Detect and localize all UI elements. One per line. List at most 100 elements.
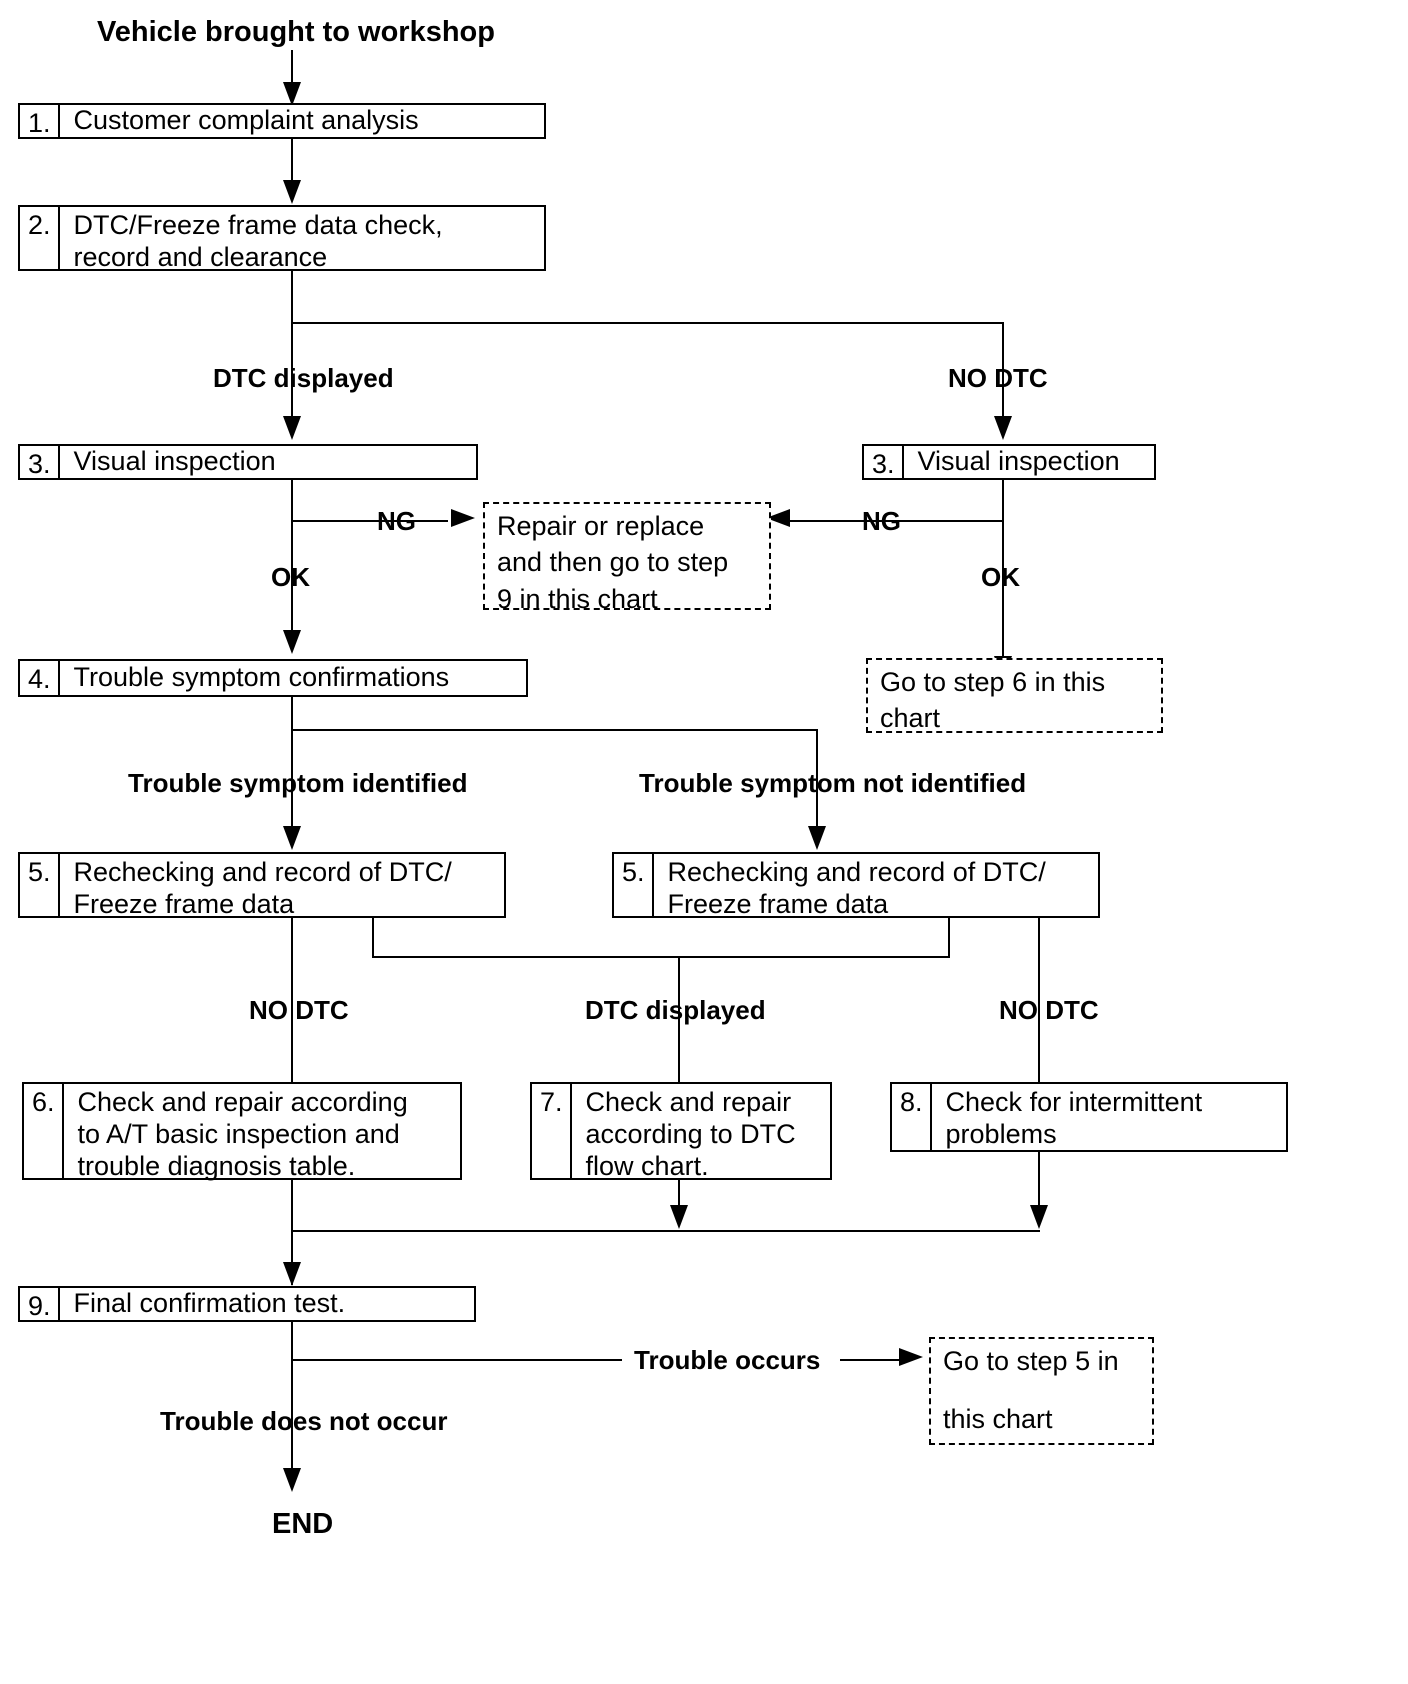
label-symptom-not-identified: Trouble symptom not identified	[639, 768, 1027, 798]
arrowhead-to-step9	[283, 1262, 301, 1286]
label-no-dtc-right: NO DTC	[999, 995, 1099, 1025]
step-9-text: Final confirmation test.	[73, 1287, 346, 1318]
step-1-number: 1.	[20, 105, 60, 138]
connector-trouble-occurs-tail	[840, 1359, 903, 1361]
arrowhead-trouble-occurs	[899, 1348, 923, 1366]
step-2-text-line-2: record and clearance	[73, 241, 328, 272]
step-6-box[interactable]: 6. Check and repair according to A/T bas…	[22, 1082, 462, 1181]
arrowhead-step1-to-step2	[283, 180, 301, 204]
step-7-line-1: Check and repair	[585, 1087, 792, 1117]
label-ng-right: NG	[862, 506, 901, 536]
connector-step1-to-step2	[291, 139, 293, 201]
arrowhead-start-to-step1	[283, 82, 301, 106]
step-8-line-1: Check for intermittent	[945, 1087, 1203, 1117]
step-7-box[interactable]: 7. Check and repair according to DTC flo…	[530, 1082, 832, 1181]
start-label: Vehicle brought to workshop	[97, 16, 495, 48]
arrowhead-to-step5-right	[808, 826, 826, 850]
label-ok-left: OK	[271, 562, 310, 592]
step-1-box[interactable]: 1. Customer complaint analysis	[18, 103, 546, 139]
connector-step3-left-down	[291, 480, 293, 635]
connector-step7-down	[678, 1180, 680, 1222]
step-6-line-2: to A/T basic inspection and	[77, 1118, 400, 1149]
step-2-text-line-1: DTC/Freeze frame data check,	[73, 210, 443, 240]
step-5-left-line-2: Freeze frame data	[73, 888, 295, 919]
step-3-left-text: Visual inspection	[73, 445, 276, 476]
connector-step5-right-down	[1038, 918, 1040, 1108]
step-5-right-line-2: Freeze frame data	[667, 888, 889, 919]
connector-step3-left-ng	[291, 520, 448, 522]
label-no-dtc-top: NO DTC	[948, 363, 1048, 393]
step-7-line-2: according to DTC	[585, 1118, 796, 1149]
repair-or-replace-box[interactable]: Repair or replace and then go to step 9 …	[483, 502, 771, 614]
step-8-line-2: problems	[945, 1118, 1057, 1149]
step-8-number: 8.	[892, 1084, 932, 1150]
connector-start-to-step1	[291, 50, 293, 94]
step-1-text: Customer complaint analysis	[73, 104, 419, 135]
goto-step-6-line-2: chart	[880, 703, 941, 734]
connector-step3-right-ng	[790, 520, 1003, 522]
connector-step5-left-dtc-stub	[372, 918, 374, 958]
label-dtc-displayed-mid: DTC displayed	[585, 995, 766, 1025]
connector-step5-merge-bus	[372, 956, 950, 958]
step-2-box[interactable]: 2. DTC/Freeze frame data check, record a…	[18, 205, 546, 272]
step-6-line-1: Check and repair according	[77, 1087, 408, 1117]
step-4-text: Trouble symptom confirmations	[73, 661, 450, 692]
goto-step-6-line-1: Go to step 6 in this	[880, 667, 1106, 697]
step-4-number: 4.	[20, 661, 60, 695]
repair-or-replace-line-1: Repair or replace	[497, 511, 705, 541]
connector-step5-left-down	[291, 918, 293, 1108]
repair-or-replace-line-3: 9 in this chart	[497, 583, 658, 614]
label-trouble-does-not-occur: Trouble does not occur	[160, 1406, 448, 1436]
label-trouble-occurs: Trouble occurs	[634, 1345, 821, 1375]
connector-step2-split	[291, 322, 1004, 324]
arrowhead-to-step5-left	[283, 826, 301, 850]
arrowhead-ng-left	[451, 509, 475, 527]
arrowhead-ng-right	[766, 509, 790, 527]
arrowhead-step7-to-bus	[670, 1205, 688, 1229]
step-6-number: 6.	[24, 1084, 64, 1178]
connector-step2-down	[291, 271, 293, 416]
step-9-box[interactable]: 9. Final confirmation test.	[18, 1286, 476, 1322]
step-3-left-box[interactable]: 3. Visual inspection	[18, 444, 478, 480]
connector-step4-split	[291, 729, 818, 731]
step-3-right-number: 3.	[864, 446, 904, 479]
connector-step9-down	[291, 1322, 293, 1476]
arrowhead-step3-left-to-step4	[283, 630, 301, 654]
step-5-right-line-1: Rechecking and record of DTC/	[667, 857, 1046, 887]
step-5-right-box[interactable]: 5. Rechecking and record of DTC/ Freeze …	[612, 852, 1100, 919]
repair-or-replace-line-2: and then go to step	[497, 547, 729, 578]
step-5-left-box[interactable]: 5. Rechecking and record of DTC/ Freeze …	[18, 852, 506, 919]
step-5-left-line-1: Rechecking and record of DTC/	[73, 857, 452, 887]
label-ng-left: NG	[377, 506, 416, 536]
step-5-right-number: 5.	[614, 854, 654, 916]
step-3-left-number: 3.	[20, 446, 60, 479]
connector-step6-down	[291, 1180, 293, 1285]
step-4-box[interactable]: 4. Trouble symptom confirmations	[18, 659, 528, 697]
connector-step4-down	[291, 697, 293, 847]
step-8-box[interactable]: 8. Check for intermittent problems	[890, 1082, 1288, 1152]
goto-step-6-box[interactable]: Go to step 6 in this chart	[866, 658, 1163, 733]
connector-step8-down	[1038, 1152, 1040, 1222]
label-ok-right: OK	[981, 562, 1020, 592]
label-symptom-identified: Trouble symptom identified	[128, 768, 468, 798]
step-3-right-text: Visual inspection	[917, 445, 1120, 476]
label-dtc-displayed-top: DTC displayed	[213, 363, 394, 393]
step-2-number: 2.	[20, 207, 60, 269]
step-5-left-number: 5.	[20, 854, 60, 916]
connector-step5-right-dtc-stub	[948, 918, 950, 958]
arrowhead-to-step3-left	[283, 416, 301, 440]
connector-step2-right-branch	[1002, 322, 1004, 419]
goto-step-5-line-2: this chart	[943, 1403, 1053, 1434]
goto-step-5-box[interactable]: Go to step 5 in this chart	[929, 1337, 1154, 1445]
arrowhead-step8-to-bus	[1030, 1205, 1048, 1229]
connector-step4-right-branch	[816, 729, 818, 847]
arrowhead-to-step3-right	[994, 416, 1012, 440]
connector-bottom-merge-bus	[291, 1230, 1040, 1232]
step-9-number: 9.	[20, 1288, 60, 1321]
end-label: END	[272, 1508, 334, 1540]
label-no-dtc-left: NO DTC	[249, 995, 349, 1025]
step-3-right-box[interactable]: 3. Visual inspection	[862, 444, 1156, 480]
arrowhead-to-end	[283, 1468, 301, 1492]
goto-step-5-line-1: Go to step 5 in	[943, 1346, 1119, 1376]
